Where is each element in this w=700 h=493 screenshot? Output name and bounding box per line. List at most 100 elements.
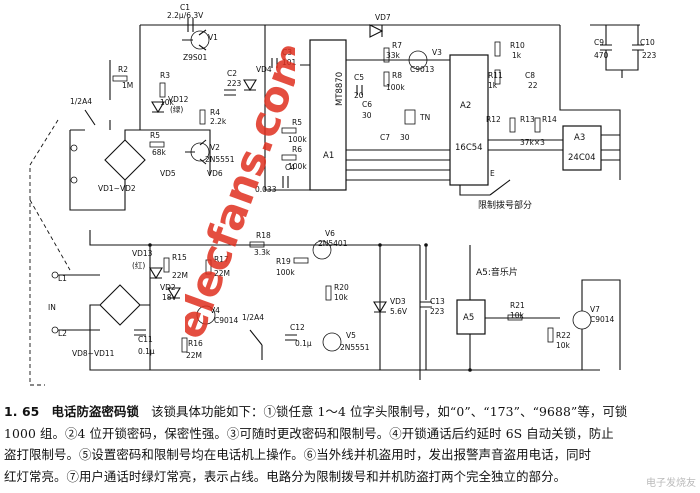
corner-logo: 电子发烧友 xyxy=(646,478,696,489)
label-vd6: VD6 xyxy=(207,169,223,178)
chip-a3: A3 24C04 xyxy=(562,125,602,171)
capacitor-c13: C13 223 xyxy=(420,297,445,316)
caption: 1. 65 电话防盗密码锁 该锁具体功能如下：①锁任意 1～4 位字头限制号，如… xyxy=(4,401,696,487)
label-r3-value: 10k xyxy=(160,98,175,107)
label-v2-part: 2N5551 xyxy=(205,155,235,164)
resistor-r10: R10 1k xyxy=(494,41,525,60)
label-a3: A3 xyxy=(574,133,585,143)
label-c9-value: 470 xyxy=(594,51,609,60)
label-c5: C5 xyxy=(354,73,364,82)
label-c11: C11 xyxy=(138,335,153,344)
label-r6: R6 xyxy=(292,145,302,154)
caption-number: 1. 65 xyxy=(4,404,40,419)
label-v4: V4 xyxy=(210,306,220,315)
label-r5b: R5 xyxy=(292,118,302,127)
label-a1-part: MT8870 xyxy=(335,72,345,106)
label-c13-value: 223 xyxy=(430,307,445,316)
label-r18-value: 3.3k xyxy=(254,248,271,257)
transistor-v4: V4 C9014 xyxy=(196,305,239,325)
transistor-v6: V6 2N5401 xyxy=(312,229,348,260)
label-a3-part: 24C04 xyxy=(568,153,596,163)
label-c12-value: 0.1μ xyxy=(295,339,312,348)
transistor-v7: V7 C9014 xyxy=(572,305,615,330)
label-r16-value: 22M xyxy=(186,351,202,360)
led-vd12: VD12 (绿) xyxy=(151,95,189,114)
label-v7-part: C9014 xyxy=(590,315,615,324)
label-control-note: 限制拨号部分 xyxy=(478,199,532,211)
resistor-r14: R14 37k×3 xyxy=(520,115,557,147)
label-r17-value: 22M xyxy=(214,269,230,278)
resistor-r20: R20 10k xyxy=(325,283,349,302)
label-a1: A1 xyxy=(323,151,334,161)
label-c11-value: 0.1μ xyxy=(138,347,155,356)
label-v5: V5 xyxy=(346,331,356,340)
label-c4: C4 xyxy=(285,163,295,172)
label-c7-value: 30 xyxy=(400,133,410,142)
resistor-r7: R7 33k xyxy=(383,41,402,63)
label-r2-value: 1M xyxy=(122,81,133,90)
label-r20: R20 xyxy=(334,283,349,292)
label-v3-part: C9013 xyxy=(410,65,435,74)
label-v6: V6 xyxy=(325,229,335,238)
capacitor-c10: C10 223 xyxy=(632,38,657,60)
label-r4: R4 xyxy=(210,108,220,117)
watermark: elecfans.com xyxy=(185,36,295,345)
crystal-tn: TN xyxy=(404,109,430,125)
label-c6: C6 xyxy=(362,100,372,109)
label-vd4: VD4 xyxy=(256,65,272,74)
label-r13: R13 xyxy=(520,115,535,124)
label-c10-value: 223 xyxy=(642,51,657,60)
label-c2: C2 xyxy=(227,69,237,78)
label-v1: V1 xyxy=(208,33,218,42)
capacitor-c9: C9 470 xyxy=(594,38,612,60)
label-c10: C10 xyxy=(640,38,655,47)
label-c6-value: 30 xyxy=(362,111,372,120)
label-r14-value: 37k×3 xyxy=(520,138,545,147)
label-vd8-vd11: VD8~VD11 xyxy=(72,349,115,358)
resistor-r18: R18 3.3k xyxy=(249,231,271,257)
label-c2-value: 223 xyxy=(227,79,242,88)
label-a2-part: 16C54 xyxy=(455,143,483,153)
label-vd3: VD3 xyxy=(390,297,406,306)
zener-vd3: VD3 5.6V xyxy=(373,297,408,316)
label-r19: R19 xyxy=(276,257,291,266)
label-r5: R5 xyxy=(150,131,160,140)
resistor-r8: R8 100k xyxy=(383,71,405,92)
resistor-r6: R6 100k xyxy=(281,145,307,171)
label-vd12-note: (绿) xyxy=(170,105,183,114)
label-c5-value: 20 xyxy=(354,91,364,100)
zener-vd4: VD4 xyxy=(243,65,272,92)
label-r8-value: 100k xyxy=(386,83,405,92)
watermark-text: elecfans.com xyxy=(185,36,295,345)
capacitor-c3: C3 101 xyxy=(271,48,297,68)
caption-line-1: 1. 65 电话防盗密码锁 该锁具体功能如下：①锁任意 1～4 位字头限制号，如… xyxy=(4,401,696,423)
label-r21: R21 xyxy=(510,301,525,310)
transistor-v5: V5 2N5551 xyxy=(322,331,370,352)
label-r2: R2 xyxy=(118,65,128,74)
label-vd12: VD12 xyxy=(168,95,189,104)
label-vd13-note: (红) xyxy=(132,260,145,270)
transistor-v2: V2 2N5551 xyxy=(185,139,235,165)
label-r4-value: 2.2k xyxy=(210,117,227,126)
label-r22-value: 10k xyxy=(556,341,571,350)
label-v4-part: C9014 xyxy=(214,316,239,325)
resistor-r11: R11 1k xyxy=(488,69,503,90)
label-v6-part: 2N5401 xyxy=(318,239,348,248)
label-r11-value: 1k xyxy=(488,81,498,90)
resistor-r17: R17 22M xyxy=(205,255,230,278)
capacitor-c8: C8 22 xyxy=(525,71,538,90)
resistor-r4: R4 2.2k xyxy=(199,108,227,126)
resistor-r16: R16 22M xyxy=(181,337,203,360)
label-r14: R14 xyxy=(542,115,557,124)
resistor-r2: R2 1M xyxy=(112,65,133,90)
caption-text-2: 1000 组。②4 位开锁密码，保密性强。③可随时更改密码和限制号。④开锁通话后… xyxy=(4,425,614,441)
label-r17: R17 xyxy=(214,255,229,264)
label-r10: R10 xyxy=(510,41,525,50)
resistor-r13: R13 xyxy=(509,115,535,133)
label-r5-value: 68k xyxy=(152,148,167,157)
led-vd13: VD13 (红) xyxy=(132,249,163,280)
label-vd13: VD13 xyxy=(132,249,153,258)
label-r19-value: 100k xyxy=(276,268,295,277)
label-c9: C9 xyxy=(594,38,604,47)
label-vd2: VD2 xyxy=(160,283,176,292)
